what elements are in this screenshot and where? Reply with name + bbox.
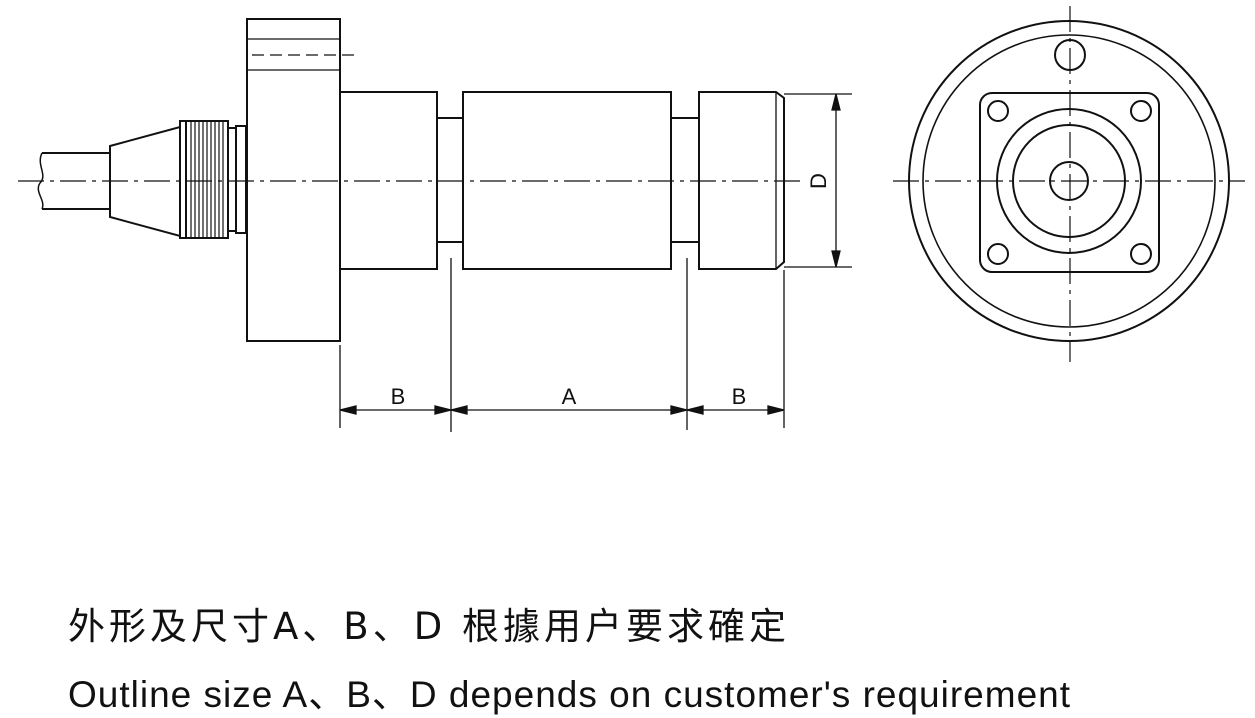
- mounting-flange: [246, 18, 360, 342]
- dim-label-a: A: [562, 384, 577, 409]
- dim-label-b-right: B: [732, 384, 747, 409]
- dim-label-d: D: [806, 173, 831, 189]
- cable: [37, 152, 110, 210]
- end-view: [893, 6, 1245, 362]
- center-pin: [1049, 161, 1089, 201]
- neck-left: [436, 117, 464, 243]
- bottom-dimensions: [339, 258, 785, 432]
- neck-right: [670, 117, 700, 243]
- side-view: [18, 18, 800, 342]
- dimension-d: [784, 93, 852, 268]
- caption-english: Outline size A、B、D depends on customer's…: [68, 674, 1072, 715]
- connector-nut: [179, 120, 247, 239]
- dim-label-b-left: B: [391, 384, 406, 409]
- caption-chinese: 外形及尺寸A、B、D 根據用户要求確定: [68, 605, 790, 648]
